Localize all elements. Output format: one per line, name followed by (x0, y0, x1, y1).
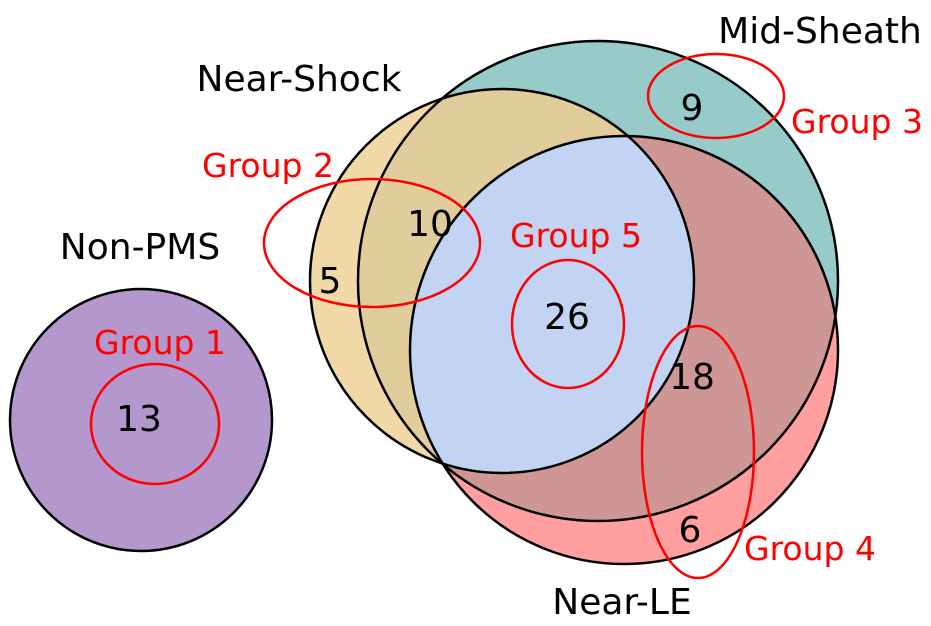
mid-sheath-circle (356, 39, 840, 523)
group-label-3: Group 3 (791, 102, 923, 141)
near-le-circle (408, 134, 840, 566)
group-label-1: Group 1 (94, 323, 226, 362)
near-shock-circle (308, 87, 696, 475)
count-near-shock-only: 5 (319, 261, 342, 302)
set-label-mid-sheath: Mid-Sheath (718, 11, 922, 52)
group-1-ellipse (89, 362, 221, 486)
group-4-ellipse (640, 324, 756, 580)
count-non-pms: 13 (116, 399, 162, 440)
group-label-4: Group 4 (744, 529, 876, 568)
group-2-ellipse (262, 177, 482, 309)
core-region (410, 136, 694, 473)
group-label-2: Group 2 (202, 146, 334, 185)
non-pms-circle (8, 287, 274, 553)
count-mid-sheath-near-le: 18 (669, 357, 715, 398)
group-5-ellipse (510, 258, 626, 390)
group-label-5: Group 5 (510, 216, 642, 255)
group-3-ellipse (646, 52, 786, 140)
count-near-shock-mid-sheath: 10 (407, 204, 453, 245)
count-near-le-only: 6 (679, 510, 702, 551)
set-label-non-pms: Non-PMS (60, 227, 220, 268)
count-mid-sheath-only: 9 (681, 88, 704, 129)
count-core: 26 (544, 297, 590, 338)
set-label-near-le: Near-LE (552, 582, 691, 623)
set-label-near-shock: Near-Shock (197, 59, 402, 100)
